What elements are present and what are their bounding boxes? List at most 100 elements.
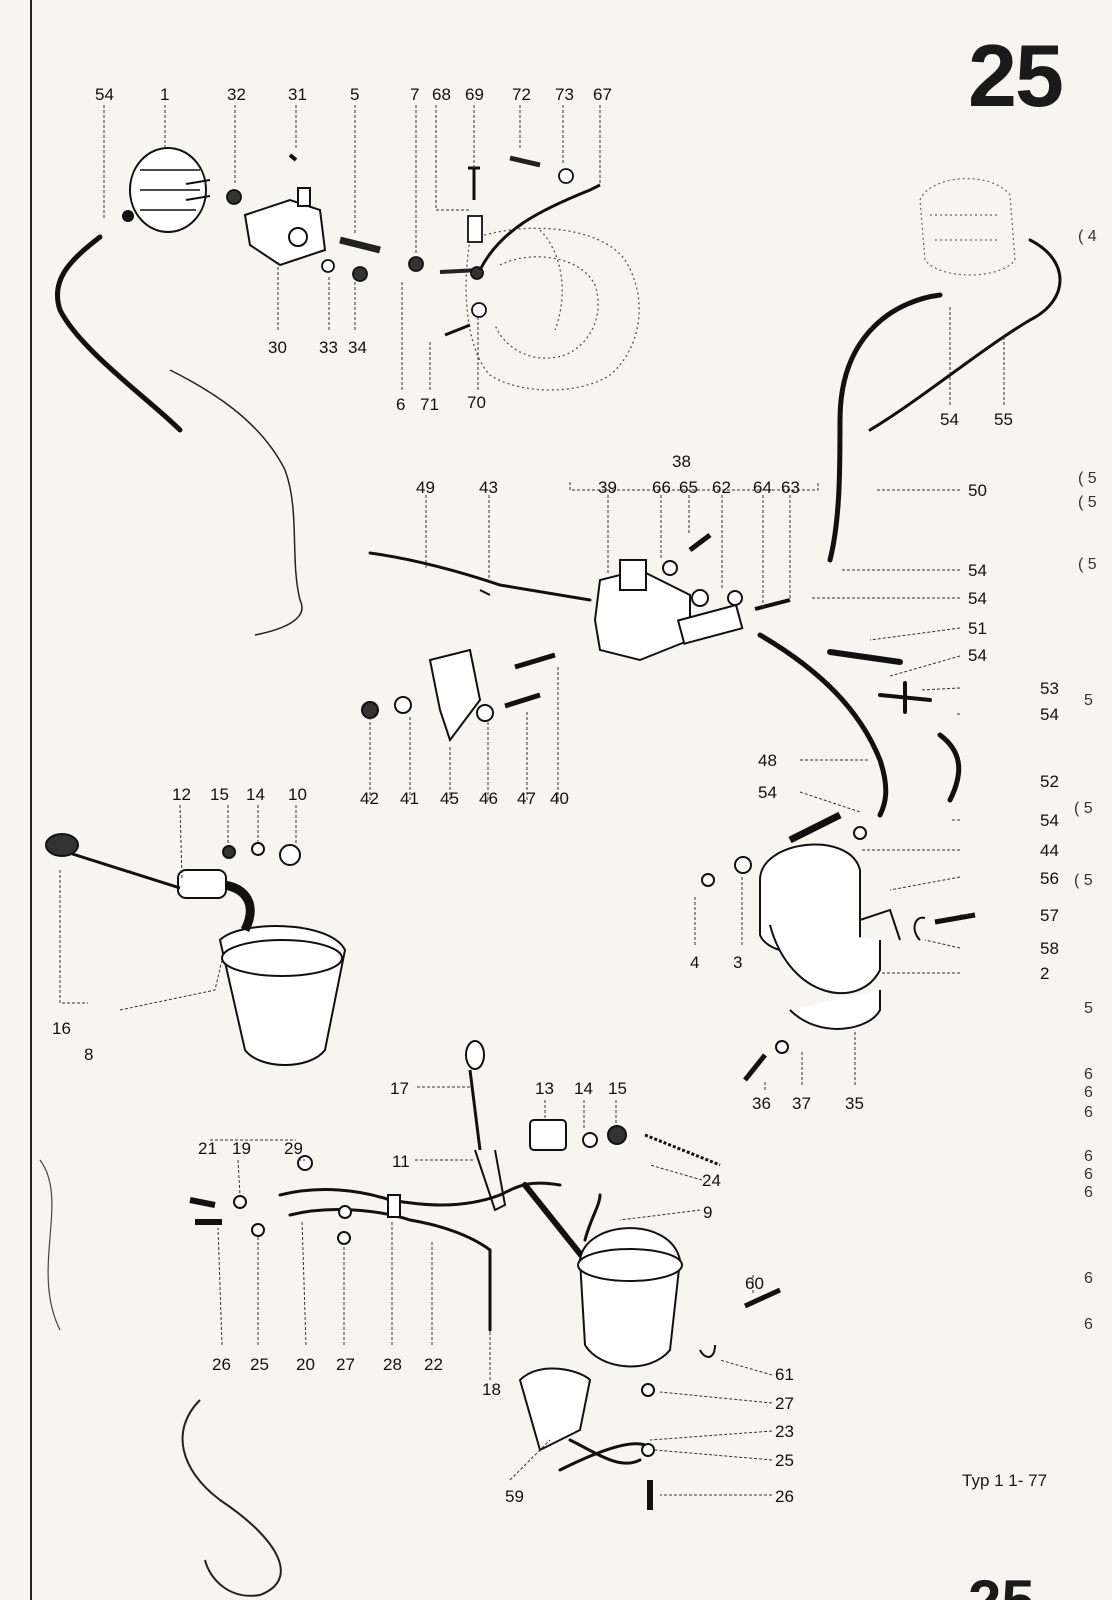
part-label: 12 [172, 785, 191, 804]
edge-fragment: ( 5 [1074, 872, 1093, 889]
part-label: 55 [994, 410, 1013, 429]
part-label: 25 [775, 1451, 794, 1470]
servo-unit-56 [701, 811, 976, 1082]
part-label: 41 [400, 789, 419, 808]
edge-fragment: 6 [1084, 1316, 1093, 1333]
part-label: 57 [1040, 906, 1059, 925]
pump-unit-9 [518, 1227, 782, 1510]
part-label: 19 [232, 1139, 251, 1158]
part-label: 66 [652, 478, 671, 497]
fuel-lines-group [189, 1040, 721, 1245]
leader-lines [59, 105, 1005, 1496]
part-label: 17 [390, 1079, 409, 1098]
part-label: 62 [712, 478, 731, 497]
part-label: 22 [424, 1355, 443, 1374]
part-label: 15 [608, 1079, 627, 1098]
part-label: 52 [1040, 772, 1059, 791]
part-label: 70 [467, 393, 486, 412]
vacuum-unit-1 [122, 147, 211, 233]
part-label: 34 [348, 338, 367, 357]
part-label: 54 [1040, 705, 1059, 724]
part-label: 56 [1040, 869, 1059, 888]
part-label: 27 [336, 1355, 355, 1374]
part-label: 45 [440, 789, 459, 808]
part-label: 2 [1040, 964, 1049, 983]
part-label: 68 [432, 85, 451, 104]
part-label: 13 [535, 1079, 554, 1098]
edge-fragment: ( 4 [1078, 228, 1097, 245]
part-label: 39 [598, 478, 617, 497]
edge-fragment: 6 [1084, 1104, 1093, 1121]
part-label: 37 [792, 1094, 811, 1113]
part-label: 4 [690, 953, 699, 972]
part-label: 54 [968, 589, 987, 608]
part-label: 7 [410, 85, 419, 104]
part-label: 27 [775, 1394, 794, 1413]
part-label: 60 [745, 1274, 764, 1293]
part-label: 51 [968, 619, 987, 638]
part-label: 61 [775, 1365, 794, 1384]
sketch-stroke [181, 1399, 282, 1597]
edge-fragment: ( 5 [1078, 556, 1097, 573]
part-label: 26 [775, 1487, 794, 1506]
part-labels: 54 1 32 31 5 7 68 69 72 73 67 30 33 34 6… [52, 85, 1059, 1506]
part-label: 40 [550, 789, 569, 808]
edge-fragment: 6 [1084, 1184, 1093, 1201]
transmission-outline [465, 227, 640, 391]
part-label: 9 [703, 1203, 712, 1222]
part-label: 29 [284, 1139, 303, 1158]
part-label: 10 [288, 785, 307, 804]
part-label: 50 [968, 481, 987, 500]
part-label: 73 [555, 85, 574, 104]
part-label: 1 [160, 85, 169, 104]
part-label: 64 [753, 478, 772, 497]
part-label: 58 [1040, 939, 1059, 958]
bracket-part-45 [361, 589, 556, 743]
hoses [54, 234, 1062, 1472]
part-label: 63 [781, 478, 800, 497]
part-label: 15 [210, 785, 229, 804]
edge-fragment: 6 [1084, 1270, 1093, 1287]
part-label: 53 [1040, 679, 1059, 698]
part-label: 54 [1040, 811, 1059, 830]
part-label: 49 [416, 478, 435, 497]
part-label: 25 [250, 1355, 269, 1374]
part-label: 11 [392, 1152, 410, 1171]
part-label: 71 [420, 395, 439, 414]
part-label: 44 [1040, 841, 1059, 860]
shift-boot-assembly-8 [45, 833, 347, 1066]
contour-line [39, 1159, 61, 1331]
part-label: 21 [198, 1139, 217, 1158]
part-label: 54 [968, 646, 987, 665]
edge-fragment: 6 [1084, 1084, 1093, 1101]
part-label: 8 [84, 1045, 93, 1064]
edge-fragment: ( 5 [1078, 494, 1097, 511]
edge-fragment: 5 [1084, 1000, 1093, 1017]
small-fasteners-top [226, 153, 601, 337]
part-label: 42 [360, 789, 379, 808]
part-label: 59 [505, 1487, 524, 1506]
part-label: 46 [479, 789, 498, 808]
part-label: 32 [227, 85, 246, 104]
part-label: 14 [246, 785, 265, 804]
part-label: 43 [479, 478, 498, 497]
part-label: 35 [845, 1094, 864, 1113]
part-label: 6 [396, 395, 405, 414]
bracket-part-30 [243, 187, 327, 267]
part-label: 47 [517, 789, 536, 808]
edge-fragment: 5 [1084, 692, 1093, 709]
part-label: 54 [968, 561, 987, 580]
edge-fragment: ( 5 [1078, 470, 1097, 487]
part-label: 36 [752, 1094, 771, 1113]
part-label: 54 [95, 85, 114, 104]
contour-line [169, 369, 303, 636]
carburetor-outline [919, 177, 1016, 276]
part-label: 18 [482, 1380, 501, 1399]
part-label: 20 [296, 1355, 315, 1374]
edge-fragment: 6 [1084, 1166, 1093, 1183]
part-label: 38 [672, 452, 691, 471]
edge-fragment: 6 [1084, 1148, 1093, 1165]
next-page-number-fragment: 25 [968, 1572, 1035, 1600]
part-label: 33 [319, 338, 338, 357]
